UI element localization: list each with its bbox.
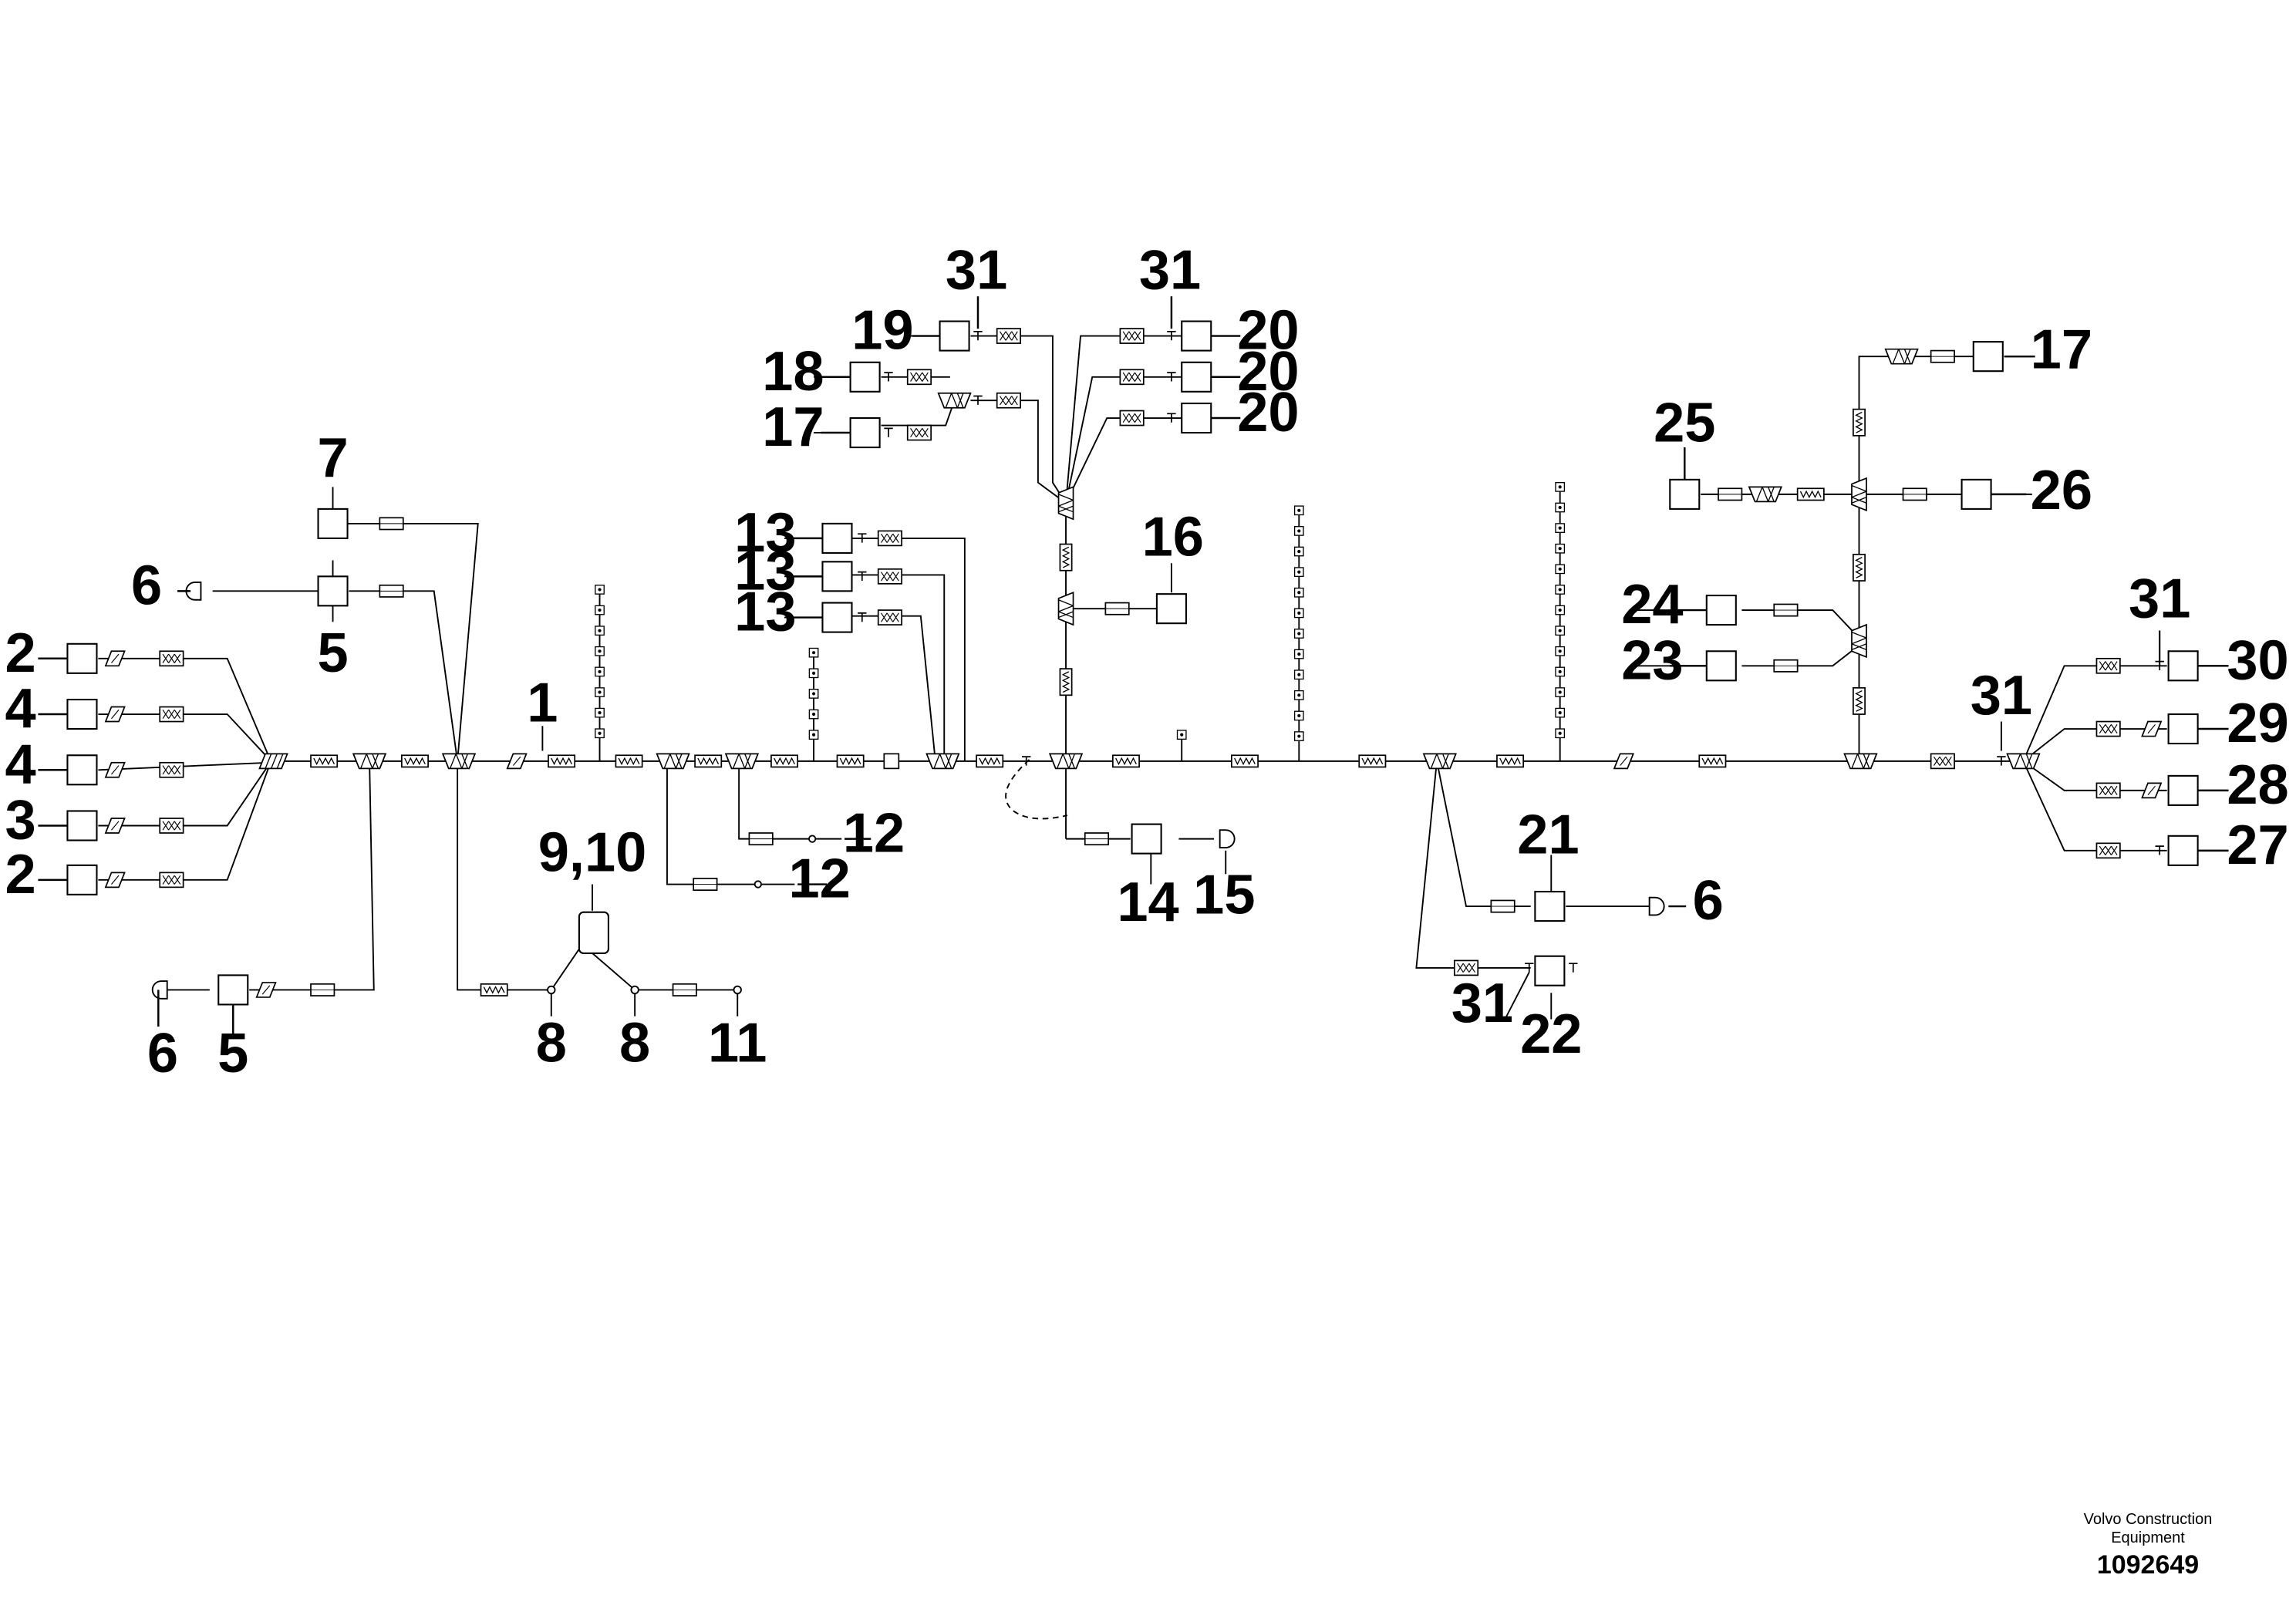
label-22: 22 — [1520, 1003, 1582, 1065]
label-12: 12 — [843, 803, 905, 865]
inline-connectors — [105, 328, 2165, 999]
label-31: 31 — [1451, 973, 1513, 1034]
label-6: 6 — [1693, 870, 1724, 932]
label-4: 4 — [5, 733, 36, 795]
label-31: 31 — [946, 240, 1007, 302]
label-1: 1 — [527, 673, 558, 734]
label-5: 5 — [217, 1023, 248, 1084]
component-boxes — [66, 320, 2199, 1006]
part-number: 1092649 — [2096, 1550, 2200, 1580]
label-9-10: 9,10 — [538, 821, 647, 883]
label-18: 18 — [762, 341, 824, 403]
label-7: 7 — [317, 427, 348, 489]
label-13: 13 — [734, 540, 796, 602]
label-17: 17 — [762, 396, 824, 458]
label-6: 6 — [131, 555, 162, 616]
label-31: 31 — [1139, 240, 1201, 302]
label-2: 2 — [5, 844, 36, 905]
label-20: 20 — [1237, 341, 1299, 403]
label-6: 6 — [147, 1023, 178, 1084]
callout-labels: 1 2 4 4 3 2 7 6 5 6 5 8 8 9,10 11 12 12 … — [5, 240, 2289, 1084]
label-3: 3 — [5, 790, 36, 851]
brand-line-2: Equipment — [2111, 1529, 2185, 1546]
label-17: 17 — [2031, 319, 2092, 380]
label-8: 8 — [536, 1013, 567, 1074]
label-20: 20 — [1237, 382, 1299, 443]
label-31: 31 — [2129, 568, 2190, 630]
label-8: 8 — [619, 1013, 650, 1074]
label-14: 14 — [1117, 872, 1178, 933]
label-30: 30 — [2227, 629, 2288, 691]
label-29: 29 — [2227, 693, 2288, 754]
label-12: 12 — [788, 848, 850, 910]
label-2: 2 — [5, 622, 36, 684]
label-25: 25 — [1654, 392, 1715, 454]
label-16: 16 — [1142, 507, 1204, 568]
label-24: 24 — [1621, 574, 1683, 636]
leader-lines — [38, 296, 2229, 1037]
label-28: 28 — [2227, 754, 2288, 816]
label-19: 19 — [851, 300, 913, 362]
label-5: 5 — [317, 622, 348, 684]
brand-line-1: Volvo Construction — [2083, 1511, 2213, 1528]
label-11: 11 — [708, 1013, 767, 1074]
label-26: 26 — [2031, 460, 2092, 521]
label-21: 21 — [1517, 804, 1579, 866]
label-27: 27 — [2227, 814, 2288, 876]
label-15: 15 — [1193, 865, 1255, 926]
label-31: 31 — [1971, 665, 2032, 727]
label-23: 23 — [1621, 629, 1683, 691]
label-13: 13 — [734, 582, 796, 643]
label-20: 20 — [1237, 300, 1299, 362]
label-13: 13 — [734, 502, 796, 564]
footer: Volvo Construction Equipment 1092649 — [2036, 1510, 2260, 1580]
label-4: 4 — [5, 678, 36, 740]
